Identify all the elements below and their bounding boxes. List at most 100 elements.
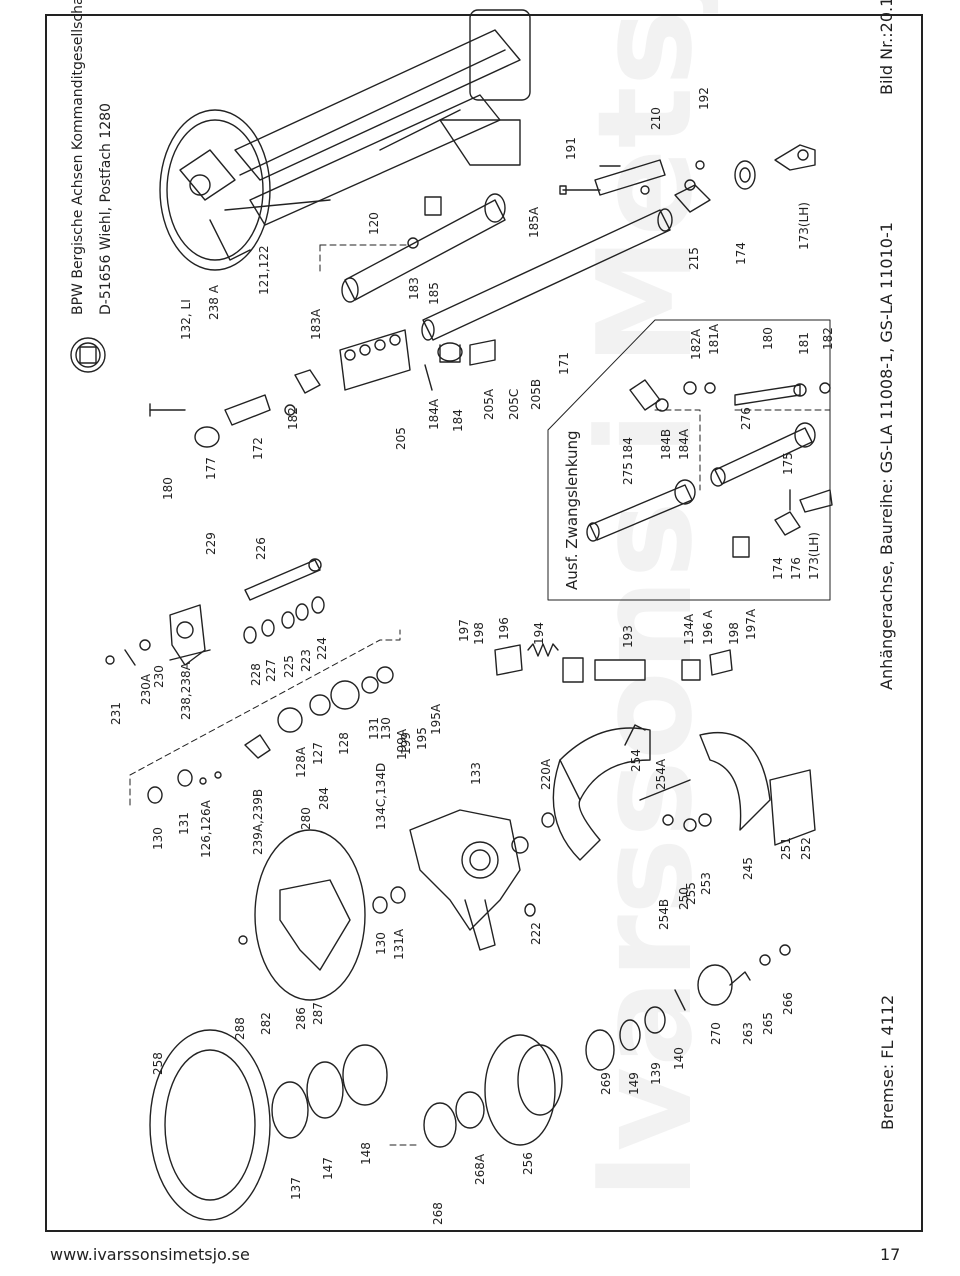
part-label: 220A	[539, 758, 553, 790]
part-label: 253	[699, 872, 713, 895]
hubcap-270	[697, 944, 791, 1006]
figure-number: Bild Nr.:20.118	[877, 0, 896, 95]
plate-205A	[469, 339, 496, 366]
part-label: 210	[649, 107, 663, 130]
part-label: 263	[741, 1022, 755, 1045]
part-label: 174	[771, 557, 785, 580]
part-label: 256	[521, 1152, 535, 1175]
part-label: 276	[739, 407, 753, 430]
bracket-196	[494, 644, 733, 676]
part-label: 149	[627, 1072, 641, 1095]
hub-256	[423, 1034, 563, 1148]
part-label: 252	[799, 837, 813, 860]
part-label: 148	[359, 1142, 373, 1165]
part-label: 131A	[392, 928, 406, 960]
part-label: 255	[684, 882, 698, 905]
part-label: 251	[779, 837, 793, 860]
part-label: 223	[299, 649, 313, 672]
part-label: 228	[249, 663, 263, 686]
part-label: 128A	[294, 746, 308, 778]
inset-box-drawing	[547, 319, 833, 601]
part-label: 131	[367, 717, 381, 740]
footer-url[interactable]: www.ivarssonsimetsjo.se	[50, 1245, 250, 1264]
part-label: 205B	[529, 379, 543, 410]
drawing-frame	[45, 14, 923, 1232]
part-label: 182	[821, 327, 835, 350]
part-label: 287	[311, 1002, 325, 1025]
part-label: 230A	[139, 673, 153, 705]
part-label: 183A	[309, 308, 323, 340]
part-label: 174	[734, 242, 748, 265]
part-label: 254	[629, 749, 643, 772]
part-label: 134A	[682, 613, 696, 645]
part-label: 205A	[482, 388, 496, 420]
bearing-269	[585, 1006, 666, 1071]
axle-beam-drawing	[159, 9, 531, 271]
part-label: 265	[761, 1012, 775, 1035]
part-label: 181	[797, 332, 811, 355]
brake-label: Bremse: FL 4112	[878, 995, 897, 1130]
washers-228	[243, 596, 325, 644]
inset-title: Ausf. Zwangslenkung	[563, 430, 581, 590]
part-label: 239A,239B	[251, 789, 265, 855]
springs-254	[624, 724, 691, 801]
part-label: 175	[781, 452, 795, 475]
bolt-288	[238, 935, 248, 945]
bushings-130	[147, 769, 222, 804]
camshaft-226	[244, 558, 322, 601]
part-label: 191	[564, 137, 578, 160]
links-231	[105, 639, 151, 666]
part-label: 184A	[427, 398, 441, 430]
part-label: 230	[152, 665, 166, 688]
part-label: 280	[299, 807, 313, 830]
part-label: 139	[649, 1062, 663, 1085]
part-label: 224	[315, 637, 329, 660]
part-label: 229	[204, 532, 218, 555]
part-label: 184A	[677, 428, 691, 460]
part-label: 197A	[744, 608, 758, 640]
bushing-174	[734, 160, 756, 190]
part-label: 199	[399, 732, 413, 755]
spider-plates	[244, 666, 394, 759]
part-label: 227	[264, 659, 278, 682]
company-line2: D-51656 Wiehl, Postfach 1280	[98, 103, 114, 315]
part-label: 130	[379, 717, 393, 740]
part-label: 180	[161, 477, 175, 500]
part-label: 185	[427, 282, 441, 305]
part-label: 269	[599, 1072, 613, 1095]
cylinder-183	[341, 193, 506, 303]
part-label: 205	[394, 427, 408, 450]
part-label: 193	[621, 625, 635, 648]
part-label: 254B	[657, 899, 671, 930]
tube-171	[421, 208, 673, 341]
bracket-215	[674, 160, 711, 213]
part-label: 231	[109, 702, 123, 725]
split-pin-140	[674, 989, 686, 1011]
part-label: 171	[557, 352, 571, 375]
part-label: 147	[321, 1157, 335, 1180]
part-label: 238 A	[207, 284, 221, 320]
part-label: 284	[317, 787, 331, 810]
part-label: 133	[469, 762, 483, 785]
part-label: 194	[532, 622, 546, 645]
bushing-184	[437, 342, 463, 363]
part-label: 121,122	[257, 245, 271, 295]
lever-172	[224, 394, 271, 426]
part-label: 182A	[689, 328, 703, 360]
roller-205	[339, 329, 411, 391]
part-label: 198	[472, 622, 486, 645]
bushings-130b	[372, 812, 555, 917]
part-label: 140	[672, 1047, 686, 1070]
part-label: 196 A	[701, 609, 715, 645]
bolt-180	[149, 403, 186, 417]
brake-shoe-245	[552, 727, 771, 861]
part-label: 245	[741, 857, 755, 880]
part-label: 288	[233, 1017, 247, 1040]
part-label: 184B	[659, 429, 673, 460]
dashed-guides	[129, 244, 831, 1146]
part-label: 258	[151, 1052, 165, 1075]
part-label: 196	[497, 617, 511, 640]
brake-drum-258	[149, 1029, 271, 1221]
part-label: 173(LH)	[797, 202, 811, 250]
